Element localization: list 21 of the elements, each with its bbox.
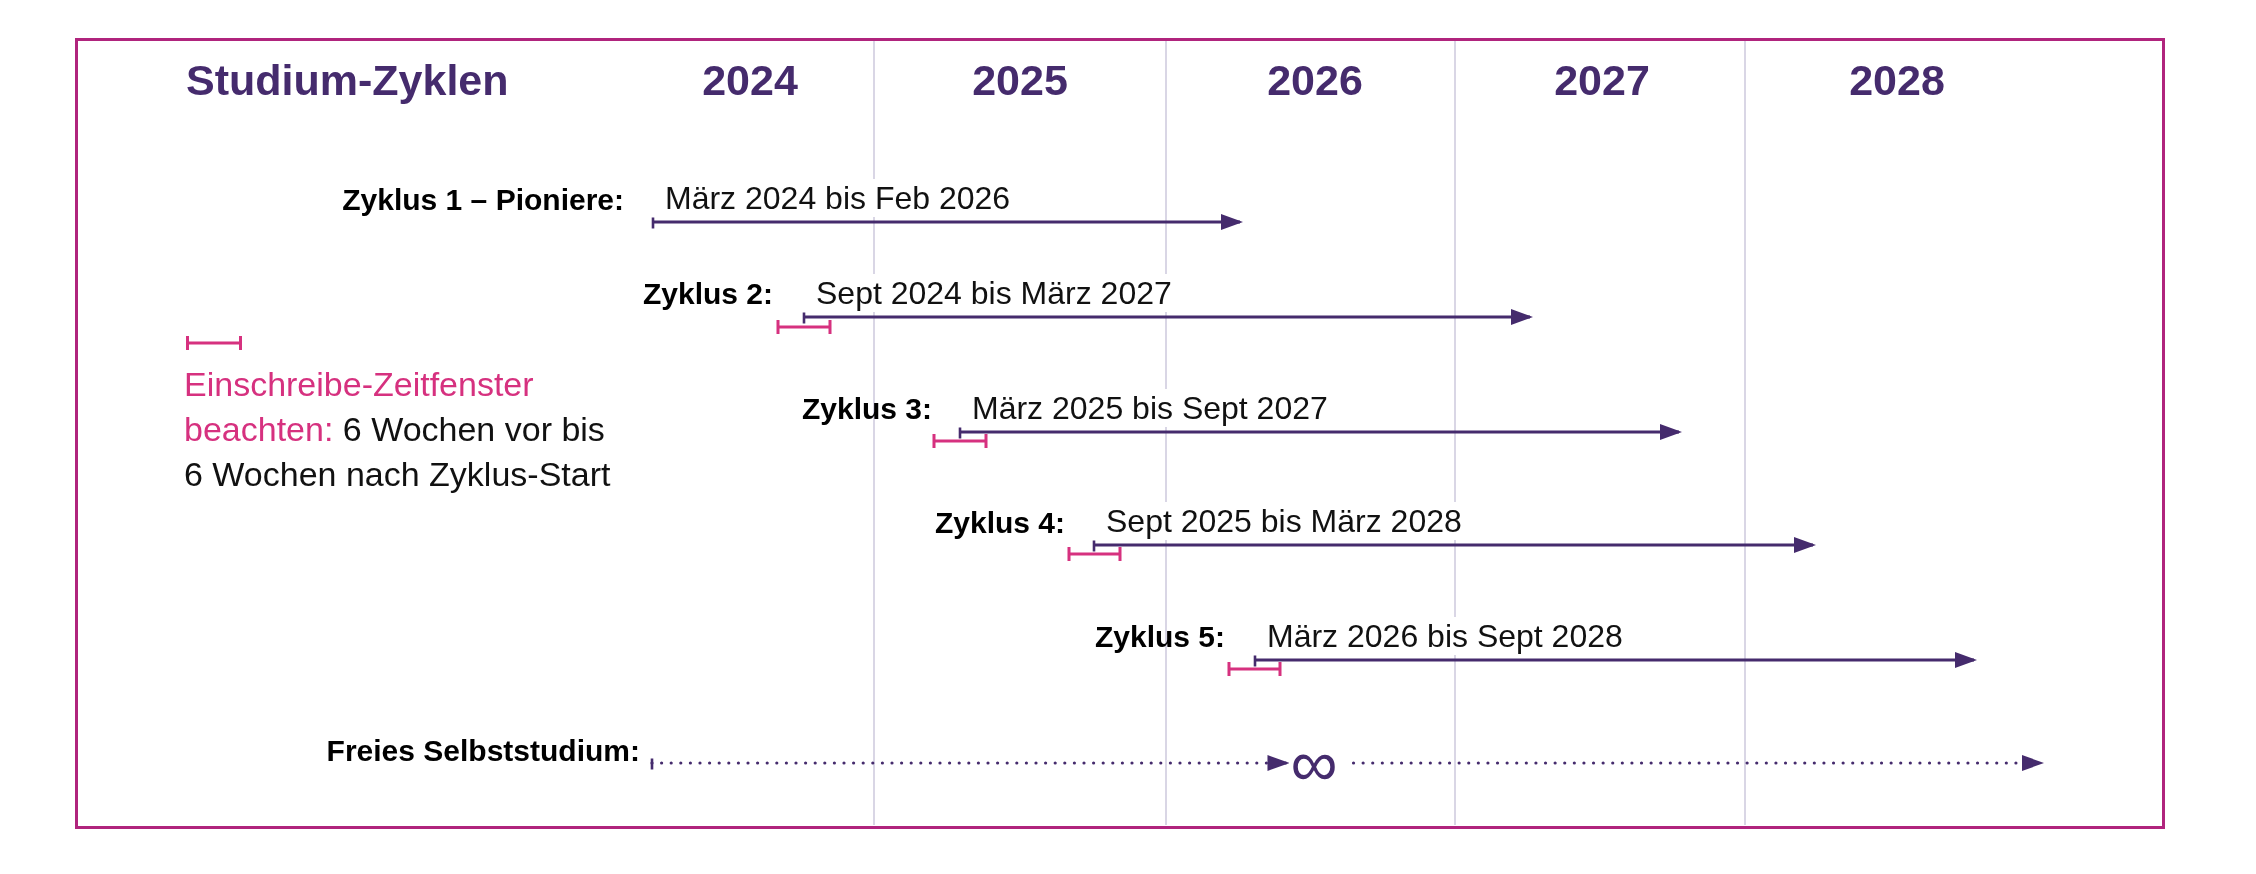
timeline-arrow xyxy=(958,424,1682,440)
timeline-arrow xyxy=(802,309,1533,325)
timeline-arrow xyxy=(1253,652,1977,668)
dotted-arrow xyxy=(1351,755,2044,771)
year-heading: 2028 xyxy=(1849,55,1945,107)
diagram-title: Studium-Zyklen xyxy=(186,55,509,107)
year-heading: 2027 xyxy=(1554,55,1650,107)
timeline-arrow xyxy=(651,214,1243,230)
row-label: Zyklus 5: xyxy=(1094,618,1225,655)
row-label: Zyklus 2: xyxy=(642,275,773,312)
row-label: Zyklus 1 – Pioniere: xyxy=(342,181,624,218)
year-heading: 2024 xyxy=(702,55,798,107)
year-heading: 2026 xyxy=(1267,55,1363,107)
row-label: Zyklus 4: xyxy=(934,504,1065,541)
legend-text: Einschreibe-Zeitfenster beachten: 6 Wochen vor bis 6 Wochen nach Zyklus-Start xyxy=(184,363,612,495)
row-label: Freies Selbststudium: xyxy=(326,732,640,769)
timeline-arrow xyxy=(1092,537,1816,553)
row-label: Zyklus 3: xyxy=(801,390,932,427)
dotted-arrow xyxy=(650,755,1290,771)
year-heading: 2025 xyxy=(972,55,1068,107)
infinity-symbol: ∞ xyxy=(1290,730,1338,796)
